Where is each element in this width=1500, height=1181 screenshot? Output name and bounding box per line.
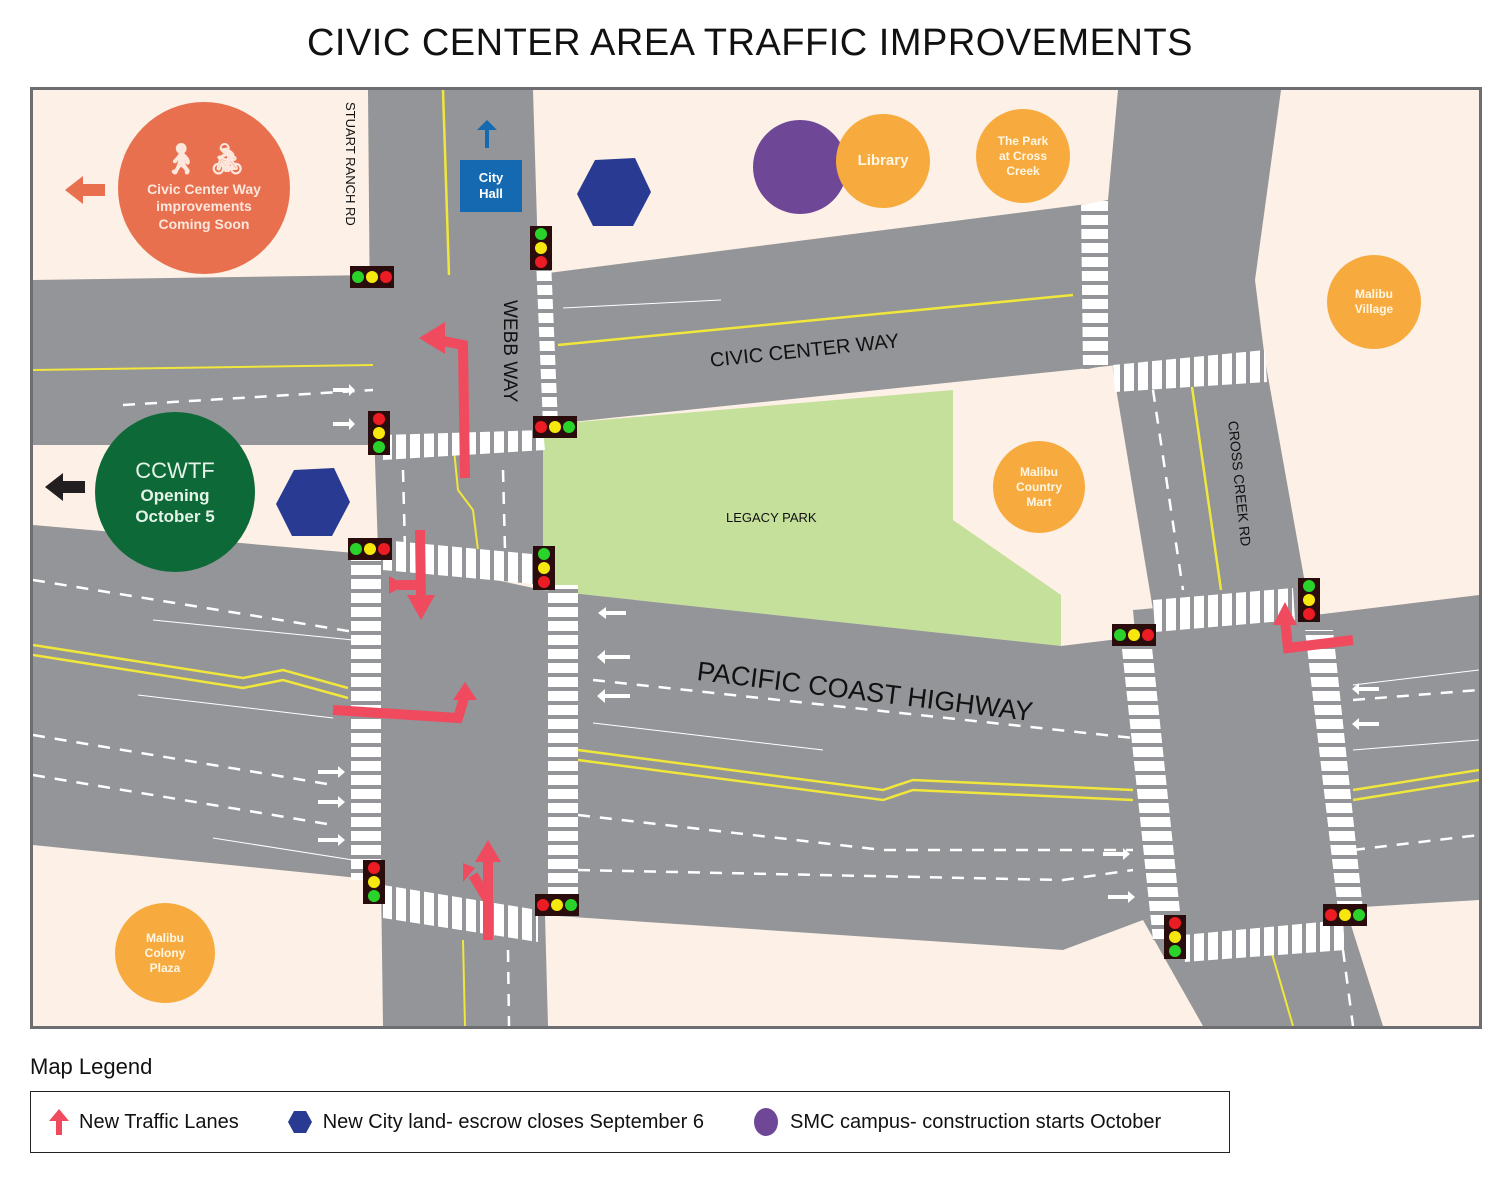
- traffic-signal-icon: [368, 411, 390, 455]
- traffic-signal-icon: [348, 538, 392, 560]
- traffic-signal-icon: [533, 416, 577, 438]
- map-title: CIVIC CENTER AREA TRAFFIC IMPROVEMENTS: [306, 22, 1194, 64]
- city-hall-marker: City Hall: [460, 160, 522, 212]
- traffic-signal-icon: [1112, 624, 1156, 646]
- smc-campus-circle: [753, 120, 847, 214]
- blue-hexagon-icon: [287, 1111, 312, 1133]
- red-arrow-icon: [49, 1109, 69, 1135]
- street-label-stuart-ranch-rd: STUART RANCH RD: [343, 102, 358, 226]
- traffic-signal-icon: [533, 546, 555, 590]
- traffic-signal-icon: [1298, 578, 1320, 622]
- road-network: [33, 90, 1479, 1026]
- area-label-legacy-park: LEGACY PARK: [726, 510, 817, 525]
- civic-center-way-improvements-callout: 🚶︎ 🚴︎ Civic Center Way improvements Comi…: [118, 102, 290, 274]
- legend-title: Map Legend: [30, 1054, 153, 1079]
- traffic-signal-icon: [535, 894, 579, 916]
- city-land-hexagon-south: [276, 468, 350, 536]
- legend-item-new-traffic-lanes: New Traffic Lanes: [49, 1109, 239, 1135]
- traffic-signal-icon: [1164, 915, 1186, 959]
- legend-item-new-city-land: New City land- escrow closes September 6: [287, 1110, 704, 1134]
- poi-malibu-country-mart: Malibu Country Mart: [993, 441, 1085, 533]
- street-label-webb-way: WEBB WAY: [499, 300, 520, 403]
- ccwtf-callout: CCWTF Opening October 5: [95, 412, 255, 572]
- poi-malibu-colony-plaza: Malibu Colony Plaza: [115, 903, 215, 1003]
- purple-circle-icon: [753, 1108, 778, 1136]
- city-land-hexagon-north: [577, 158, 651, 226]
- poi-the-park-at-cross-creek: The Park at Cross Creek: [976, 109, 1070, 203]
- traffic-signal-icon: [530, 226, 552, 270]
- traffic-signal-icon: [363, 860, 385, 904]
- map-canvas: 🚶︎ 🚴︎ Civic Center Way improvements Comi…: [30, 87, 1482, 1029]
- legend-item-smc-campus: SMC campus- construction starts October: [752, 1108, 1161, 1136]
- traffic-signal-icon: [1323, 904, 1367, 926]
- pedestrian-icon: 🚶︎: [161, 142, 200, 176]
- traffic-signal-icon: [350, 266, 394, 288]
- poi-malibu-village: Malibu Village: [1327, 255, 1421, 349]
- bicycle-icon: 🚴︎: [208, 142, 247, 176]
- map-legend: New Traffic Lanes New City land- escrow …: [30, 1091, 1230, 1153]
- poi-library: Library: [836, 114, 930, 208]
